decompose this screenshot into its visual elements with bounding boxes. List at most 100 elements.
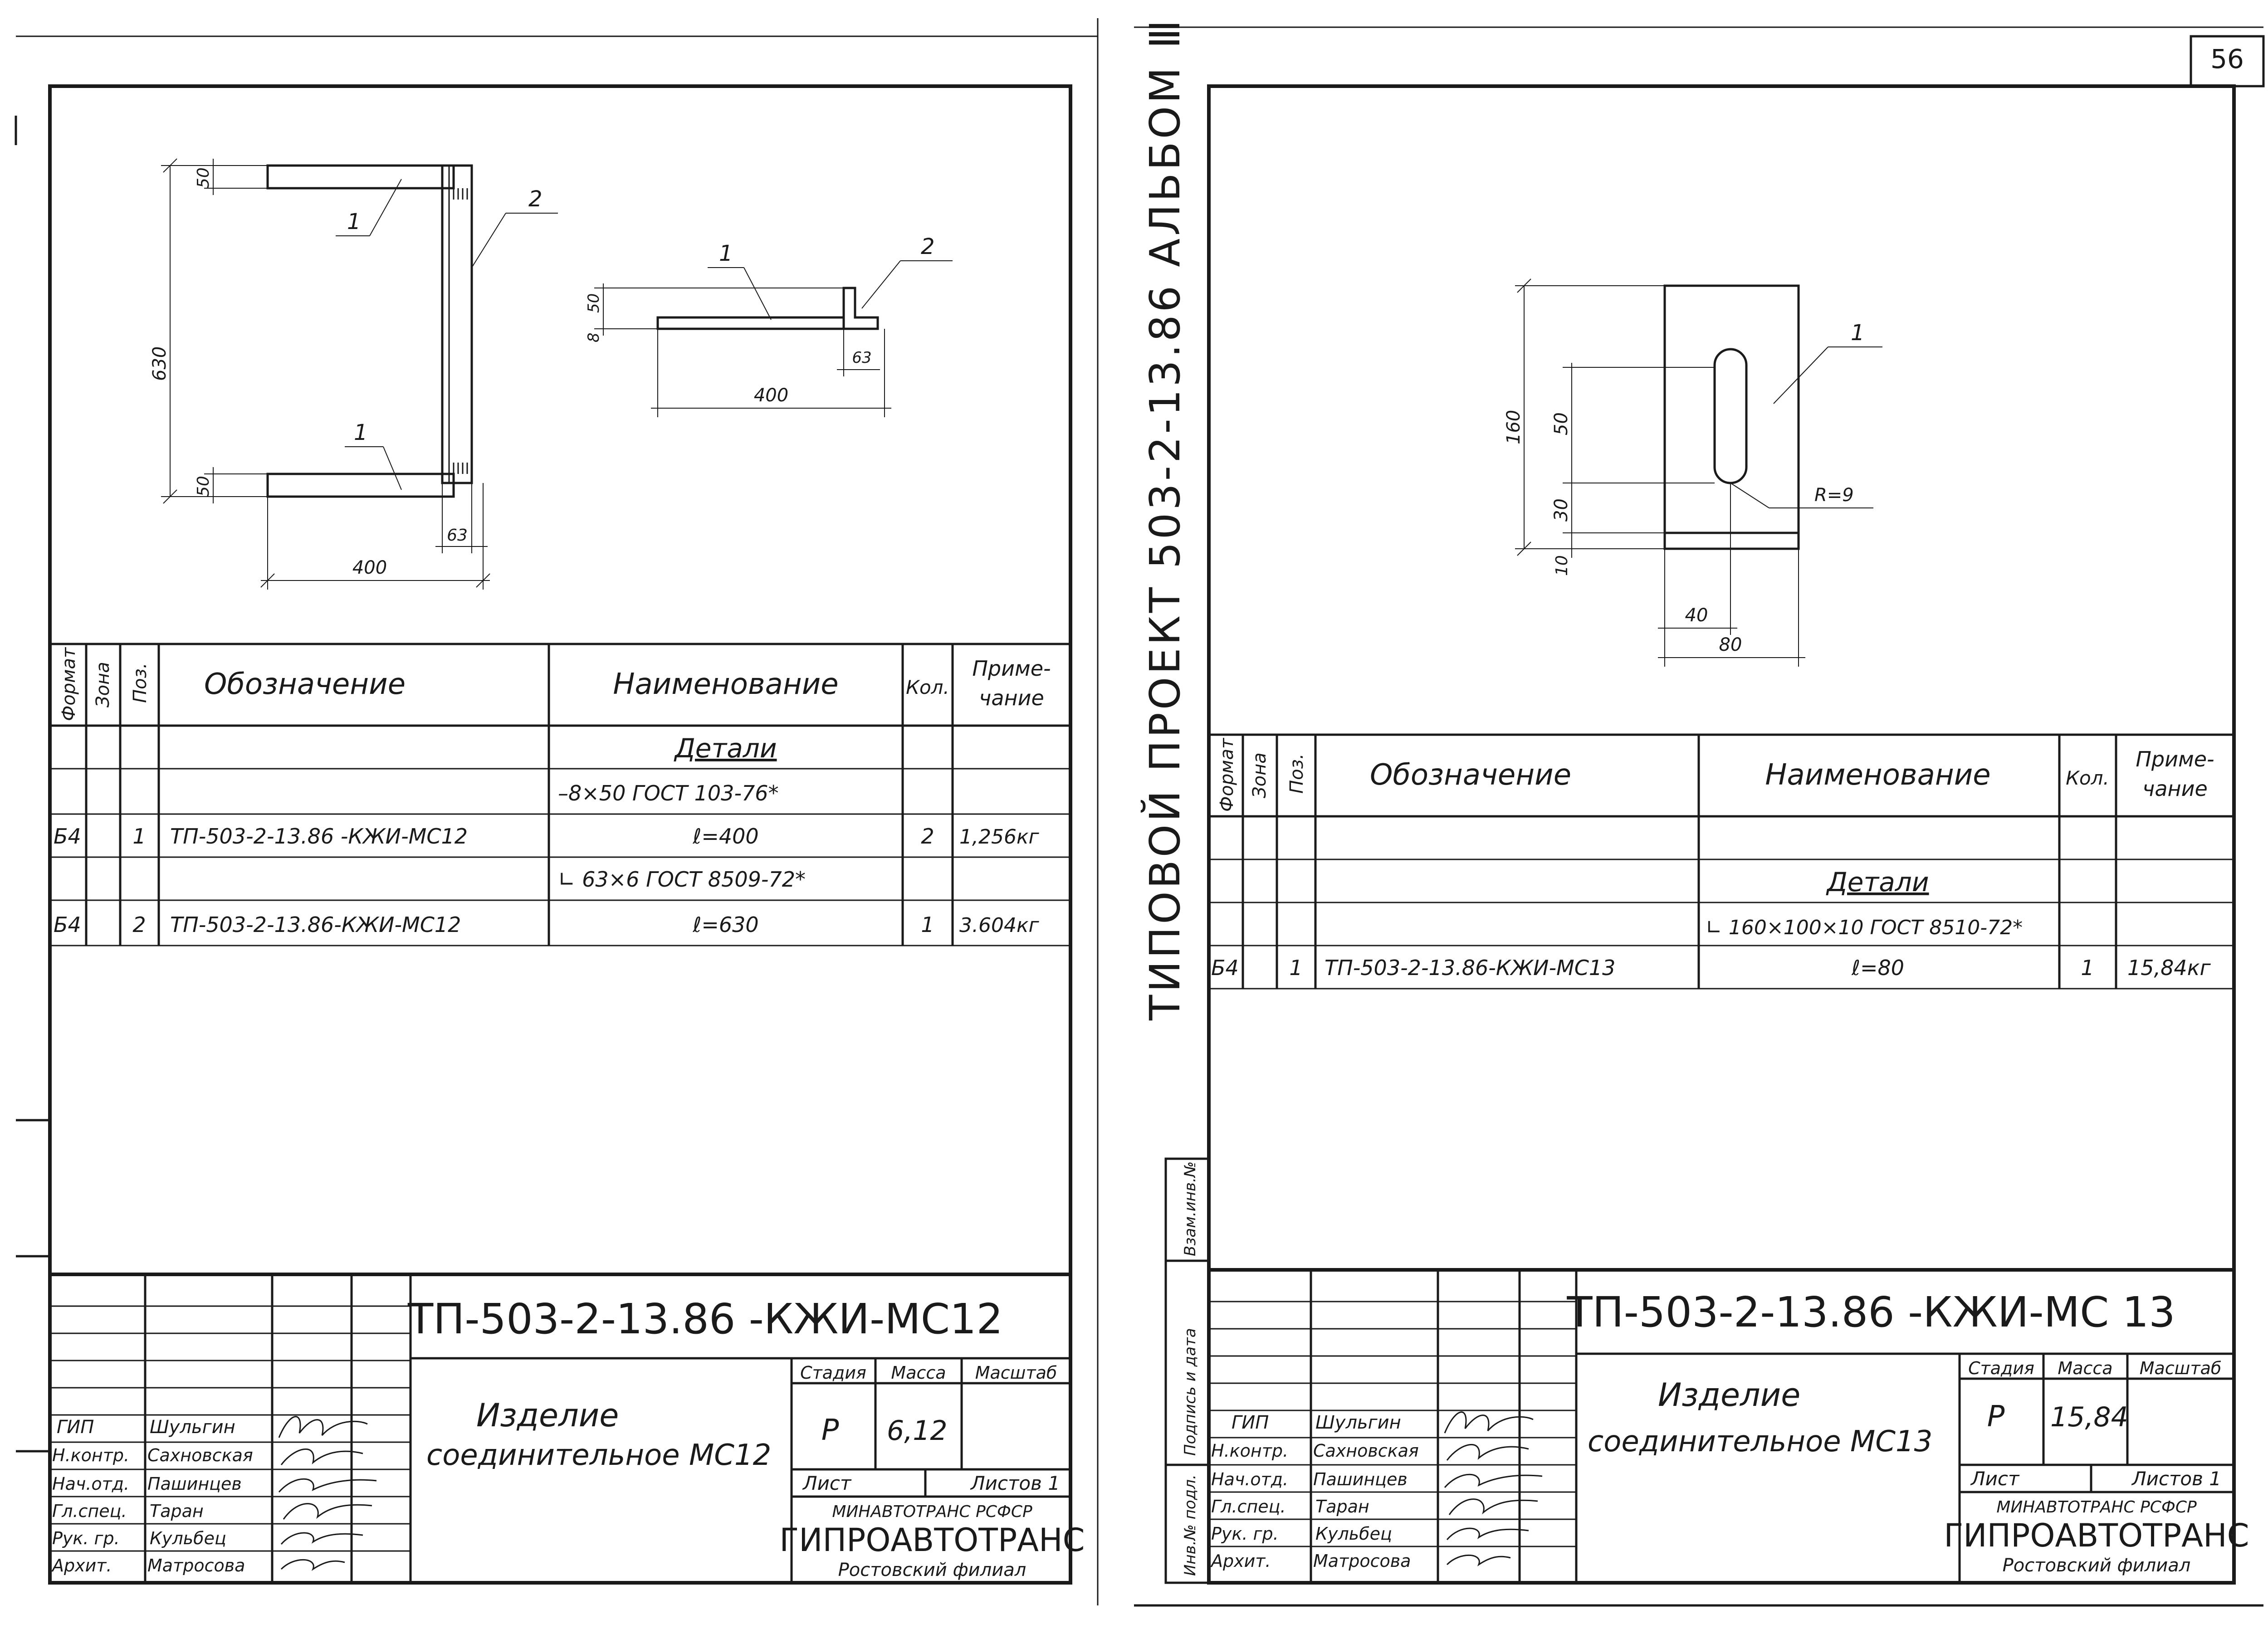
left-role-4: Рук. гр. — [52, 1528, 120, 1548]
right-org3: Ростовский филиал — [2003, 1555, 2191, 1576]
left-tb-list: Лист — [802, 1472, 852, 1494]
left-dim-63: 63 — [447, 526, 468, 545]
left-org3: Ростовский филиал — [838, 1560, 1026, 1580]
left-row4-format: Б4 — [54, 912, 81, 937]
left-hdr-zona: Зона — [93, 662, 113, 707]
right-name-1: Сахновская — [1313, 1441, 1419, 1461]
right-row3-note: 15,84кг — [2127, 956, 2211, 980]
right-row3-poz: 1 — [1289, 956, 1302, 980]
left-signatures — [278, 1416, 377, 1571]
left-row0-name: Детали — [673, 733, 777, 764]
right-dim-160: 160 — [1503, 410, 1524, 444]
right-role-4: Рук. гр. — [1211, 1524, 1279, 1544]
right-name-0: Шульгин — [1315, 1412, 1401, 1433]
left-dim-50b: 50 — [194, 476, 213, 497]
right-hdr-oboznachenie: Обозначение — [1370, 758, 1571, 792]
right-org2: ГИПРОАВТОТРАНС — [1944, 1517, 2249, 1554]
left-hdr-prim1: Приме- — [972, 656, 1051, 681]
sheet-frames — [15, 18, 2265, 1607]
left-section-drawing: 50 8 400 63 1 2 — [585, 234, 953, 417]
right-name-3: Таран — [1315, 1497, 1369, 1517]
right-tb-listov: Листов 1 — [2131, 1468, 2221, 1490]
left-row4-note: 3.604кг — [959, 914, 1040, 937]
left-callout-1a: 1 — [347, 209, 361, 234]
stamp-podpis-data: Подпись и дата — [1181, 1328, 1199, 1456]
right-hdr-prim1: Приме- — [2136, 747, 2214, 771]
left-spec-table: Формат Зона Поз. Обозначение Наименовани… — [50, 643, 1070, 946]
right-callout-1: 1 — [1851, 320, 1865, 346]
left-row2-qty: 2 — [921, 824, 934, 849]
left-sec-dim-8: 8 — [585, 332, 603, 342]
left-hdr-kol: Кол. — [906, 676, 949, 698]
left-hdr-naimenovanie: Наименование — [613, 668, 838, 701]
right-hdr-kol: Кол. — [2066, 767, 2109, 789]
right-signatures — [1444, 1411, 1543, 1566]
right-row3-designation: ТП-503-2-13.86-КЖИ-МС13 — [1325, 956, 1615, 980]
left-name-4: Кульбец — [150, 1528, 226, 1548]
right-role-0: ГИП — [1232, 1412, 1269, 1433]
left-callout-2b: 2 — [921, 234, 935, 259]
left-tb-masshtab-hdr: Масштаб — [975, 1363, 1057, 1383]
left-hdr-oboznachenie: Обозначение — [204, 668, 406, 701]
left-row2-poz: 1 — [132, 824, 146, 849]
right-hdr-naimenovanie: Наименование — [1765, 758, 1990, 792]
left-title-line2: соединительное МС12 — [426, 1439, 771, 1472]
right-dim-30: 30 — [1551, 498, 1572, 522]
left-row3-name: ∟ 63×6 ГОСТ 8509-72* — [558, 867, 806, 892]
left-tb-massa-hdr: Масса — [891, 1363, 946, 1383]
right-role-3: Гл.спец. — [1211, 1497, 1286, 1517]
left-row1-name: –8×50 ГОСТ 103-76* — [558, 781, 779, 805]
left-hdr-poz: Поз. — [130, 663, 151, 703]
left-row4-qty: 1 — [921, 912, 934, 937]
left-hdr-prim2: чание — [979, 686, 1044, 710]
left-row4-name: ℓ=630 — [692, 912, 758, 937]
left-role-1: Н.контр. — [52, 1445, 129, 1465]
right-role-1: Н.контр. — [1211, 1441, 1288, 1461]
left-sec-dim-50: 50 — [585, 293, 603, 313]
left-name-0: Шульгин — [150, 1417, 235, 1438]
left-sec-dim-400: 400 — [754, 385, 788, 406]
left-role-3: Гл.спец. — [52, 1501, 127, 1521]
right-org1: МИНАВТОТРАНС РСФСР — [1996, 1498, 2197, 1517]
left-title-block: ТП-503-2-13.86 -КЖИ-МС12 Изделие соедини… — [50, 1273, 1085, 1583]
right-title-line1: Изделие — [1658, 1376, 1800, 1414]
left-callout-2a: 2 — [528, 186, 543, 212]
right-hdr-prim2: чание — [2142, 776, 2208, 801]
left-row2-format: Б4 — [54, 824, 81, 849]
right-name-4: Кульбец — [1315, 1524, 1392, 1544]
left-role-5: Архит. — [51, 1556, 112, 1575]
stamp-vzam-inv: Взам.инв.№ — [1181, 1161, 1199, 1256]
right-doc-code: ТП-503-2-13.86 -КЖИ-МС 13 — [1566, 1288, 2175, 1336]
right-spec-table: Формат Зона Поз. Обозначение Наименовани… — [1209, 733, 2234, 990]
right-row2-name: ∟ 160×100×10 ГОСТ 8510-72* — [1706, 916, 2023, 939]
page-number: 56 — [2210, 44, 2244, 74]
right-hdr-poz: Поз. — [1286, 753, 1307, 794]
left-row4-designation: ТП-503-2-13.86-КЖИ-МС12 — [170, 912, 461, 937]
right-dim-50: 50 — [1551, 412, 1572, 435]
right-role-5: Архит. — [1210, 1551, 1271, 1571]
left-row2-name: ℓ=400 — [692, 824, 758, 849]
right-row3-qty: 1 — [2081, 956, 2094, 980]
right-dim-80: 80 — [1719, 634, 1742, 655]
left-tb-stadia: Р — [821, 1414, 839, 1447]
left-sec-dim-63: 63 — [852, 349, 871, 367]
left-row2-designation: ТП-503-2-13.86 -КЖИ-МС12 — [170, 824, 468, 849]
right-tb-stadia-hdr: Стадия — [1968, 1358, 2034, 1378]
right-row3-format: Б4 — [1211, 956, 1239, 980]
left-dim-50a: 50 — [194, 167, 213, 188]
right-row3-name: ℓ=80 — [1851, 956, 1904, 980]
left-row4-poz: 2 — [132, 912, 146, 937]
left-name-5: Матросова — [147, 1556, 245, 1575]
page-number-box — [2190, 35, 2265, 88]
left-tb-stadia-hdr: Стадия — [800, 1363, 866, 1383]
right-title-block: ТП-503-2-13.86 -КЖИ-МС 13 Изделие соедин… — [1209, 1268, 2249, 1583]
right-tb-massa: 15,84 — [2050, 1401, 2128, 1433]
left-hdr-format: Формат — [59, 647, 79, 721]
right-dim-radius: R=9 — [1814, 485, 1854, 506]
left-org2: ГИПРОАВТОТРАНС — [779, 1522, 1085, 1559]
left-callout-1c: 1 — [719, 241, 733, 266]
right-role-2: Нач.отд. — [1211, 1469, 1288, 1489]
left-name-1: Сахновская — [147, 1445, 253, 1465]
left-doc-code: ТП-503-2-13.86 -КЖИ-МС12 — [407, 1295, 1003, 1343]
